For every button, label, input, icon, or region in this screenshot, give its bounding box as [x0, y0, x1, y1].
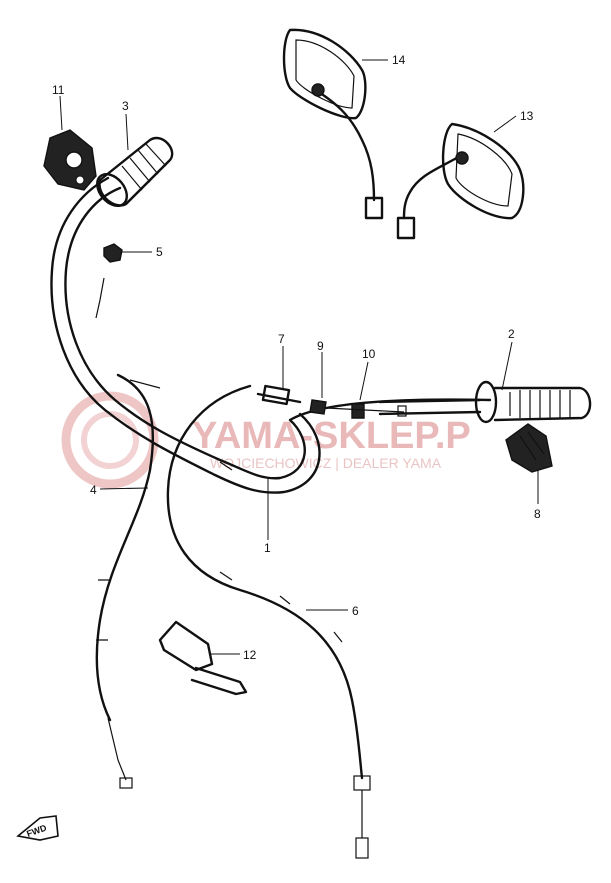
fwd-arrow: FWD — [16, 815, 59, 841]
left-switch — [43, 129, 97, 191]
callout-6: 6 — [352, 604, 359, 618]
callout-2: 2 — [508, 327, 515, 341]
callout-11: 11 — [52, 83, 65, 97]
handlebar — [50, 176, 492, 494]
callout-5: 5 — [156, 245, 163, 259]
mirror-left — [282, 28, 384, 220]
fwd-arrow-icon — [16, 815, 59, 841]
callout-13: 13 — [520, 109, 534, 123]
watermark-subtitle: WOJCIECHOWICZ | DEALER YAMA — [210, 455, 442, 471]
right-switch — [505, 423, 553, 473]
lever-holder — [158, 620, 248, 696]
watermark: YAMA-SKLEP.P WOJCIECHOWICZ | DEALER YAMA — [61, 391, 471, 489]
mirror-right — [396, 122, 525, 240]
callout-1: 1 — [264, 541, 271, 555]
callout-4: 4 — [90, 483, 97, 497]
watermark-brand: YAMA-SKLEP.P — [192, 415, 471, 457]
grip-right — [378, 380, 592, 424]
clutch-cable — [95, 373, 155, 789]
grip-left — [96, 136, 174, 207]
callout-12: 12 — [243, 648, 257, 662]
callout-lines — [59, 59, 539, 655]
watermark-logo — [61, 391, 159, 489]
callout-3: 3 — [122, 99, 129, 113]
throttle-cable — [166, 384, 371, 859]
clamp-nut — [103, 243, 123, 263]
callouts: 1 2 3 4 5 6 7 8 9 10 11 12 13 14 — [52, 53, 541, 662]
cable-adjuster — [256, 384, 407, 419]
callout-10: 10 — [362, 347, 376, 361]
callout-9: 9 — [317, 339, 324, 353]
callout-7: 7 — [278, 332, 285, 346]
callout-8: 8 — [534, 507, 541, 521]
callout-14: 14 — [392, 53, 406, 67]
